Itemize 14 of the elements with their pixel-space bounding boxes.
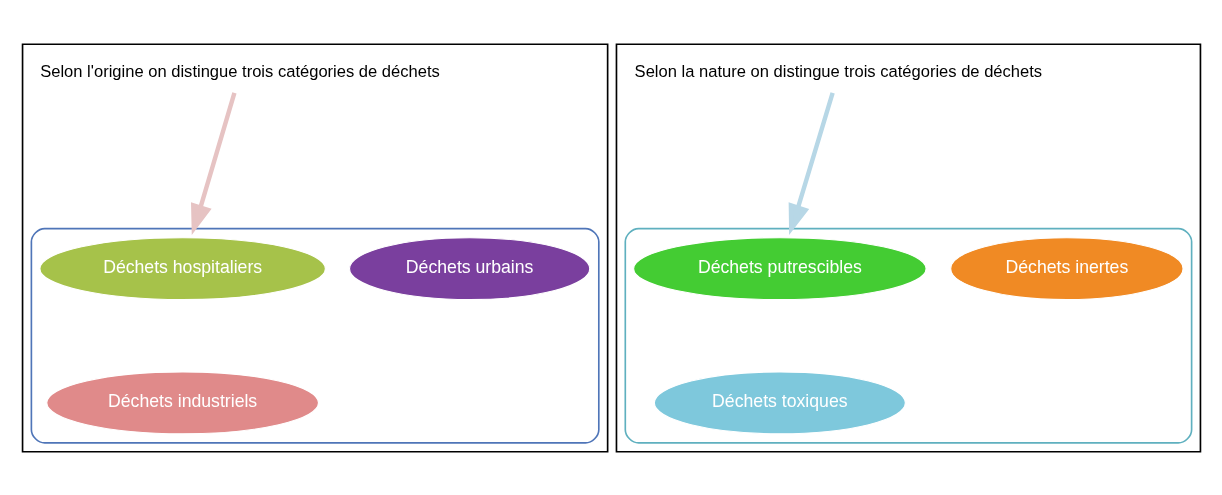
cluster xyxy=(21,42,608,453)
cluster xyxy=(615,42,1201,453)
node-text: Selon la nature on distingue trois catégories de déchets xyxy=(634,61,1042,81)
arrow xyxy=(788,91,835,235)
node-ellipse: Déchets inertes xyxy=(949,236,1184,300)
cluster xyxy=(30,227,600,444)
node-ellipse: Déchets urbains xyxy=(348,236,590,300)
cluster xyxy=(623,227,1192,444)
node-ellipse: Déchets putrescibles xyxy=(632,236,927,300)
node-ellipse: Déchets toxiques xyxy=(653,370,906,434)
node-ellipse: Déchets industriels xyxy=(45,370,319,434)
arrow xyxy=(190,91,237,235)
node-text: Selon l'origine on distingue trois catégories de déchets xyxy=(39,61,440,81)
node-ellipse: Déchets hospitaliers xyxy=(38,236,326,300)
